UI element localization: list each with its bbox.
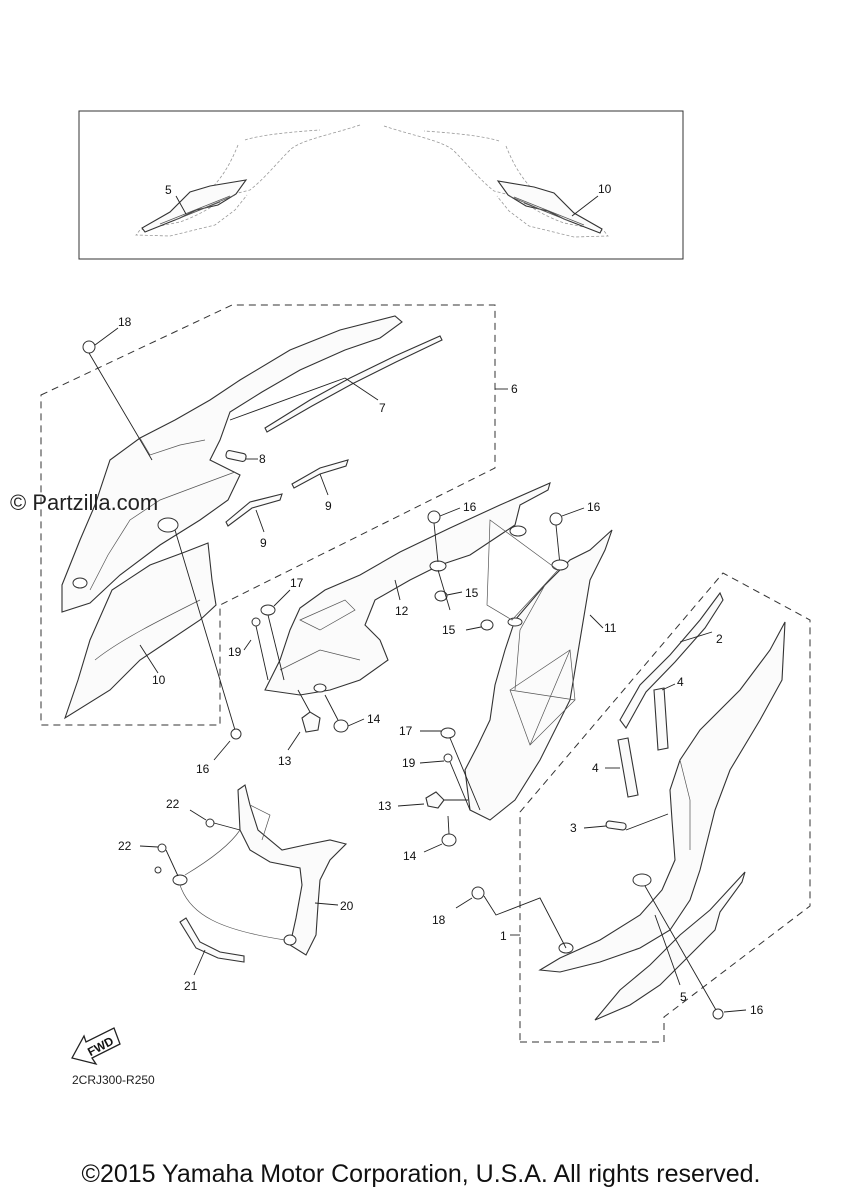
callout-2: 2 [716,632,723,646]
inset-panel: 5 10 [78,110,684,260]
pad-3 [605,820,627,831]
callout-12: 12 [395,604,409,618]
sticker-4-lower [617,737,639,798]
screw-19-left [251,617,261,627]
callout-14-right: 14 [403,849,417,863]
callout-19-right: 19 [402,756,416,770]
lower-cover-assembly: 20 21 22 22 [118,784,354,993]
callout-18-left: 18 [118,315,132,329]
callout-4-lower: 4 [592,761,599,775]
callout-19-left: 19 [228,645,242,659]
cover-20 [237,784,348,956]
callout-21: 21 [184,979,198,993]
callout-1: 1 [500,929,507,943]
left-side-cover-assembly: 18 6 7 8 9 9 10 16 [40,304,518,776]
fwd-arrow-icon: FWD [71,1027,121,1066]
bolt-18-right [471,886,485,900]
stripe-7 [264,335,443,433]
callout-8: 8 [259,452,266,466]
side-cover-assembly-6 [61,315,403,613]
clip-22-lower [157,843,167,853]
callout-13-right: 13 [378,799,392,813]
callout-7: 7 [379,401,386,415]
callout-22-upper: 22 [166,797,180,811]
callout-9-upper: 9 [325,499,332,513]
sticker-4-upper [653,687,669,751]
nut-14-right [441,833,457,847]
bolt-18-left [82,340,96,354]
callout-14-left: 14 [367,712,381,726]
nut-14-left [333,719,349,733]
callout-17-right: 17 [399,724,413,738]
callout-16-left: 16 [196,762,210,776]
bolt-16-top-left [427,510,441,524]
copyright-notice: ©2015 Yamaha Motor Corporation, U.S.A. A… [81,1160,761,1188]
nut-15-upper [434,590,448,602]
seal-21 [179,917,245,963]
callout-16-right: 16 [750,1003,764,1017]
callout-9-lower: 9 [260,536,267,550]
nut-13-left [301,711,321,733]
side-cover-5 [594,871,746,1021]
pad-8 [225,450,247,462]
callout-20: 20 [340,899,354,913]
callout-10-left: 10 [152,673,166,687]
bolt-16-top-right [549,512,563,526]
callout-4-upper: 4 [677,675,684,689]
callout-11: 11 [604,621,617,635]
watermark: © Partzilla.com [10,490,159,515]
grommet-6 [157,517,179,533]
callout-15-lower: 15 [442,623,456,637]
inner-panel-12 [264,482,551,696]
side-cover-lower-left-inset [141,179,248,233]
callout-18-right: 18 [432,913,446,927]
right-side-cover-assembly: 2 4 4 3 5 18 1 16 [432,572,811,1043]
callout-15-upper: 15 [465,586,479,600]
callout-6: 6 [511,382,518,396]
callout-16-top-left: 16 [463,500,477,514]
washer-17-right [440,727,456,739]
bolt-16-right [712,1008,724,1020]
diagram-code: 2CRJ300-R250 [72,1073,155,1087]
callout-3: 3 [570,821,577,835]
callout-10-inset: 10 [598,182,612,196]
callout-16-top-right: 16 [587,500,601,514]
nut-13-right [425,791,445,809]
inner-panel-11 [464,529,613,821]
inner-panel-11-assembly: 11 17 19 13 14 [378,519,617,863]
callout-22-lower: 22 [118,839,132,853]
washer-17-left [260,604,276,616]
center-bracket-assembly: 12 17 19 13 14 16 16 15 15 [228,482,601,768]
bolt-16-left [230,728,242,740]
callout-13-left: 13 [278,754,292,768]
clip-22-upper [205,818,215,828]
side-cover-lower-right-inset [496,180,603,234]
side-cover-1 [538,621,786,973]
screw-19-right [443,753,453,763]
strip-9-lower [225,493,283,527]
callout-5-inset: 5 [165,183,172,197]
callout-5-right: 5 [680,990,687,1004]
nut-15-lower [480,619,494,631]
stripe-2 [619,591,724,730]
callout-17-left: 17 [290,576,304,590]
